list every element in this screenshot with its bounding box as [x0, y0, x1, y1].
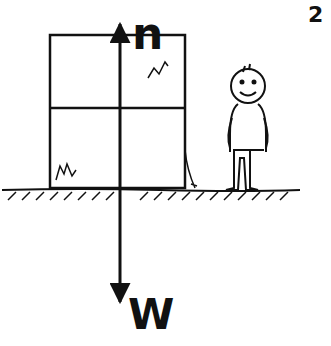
person: [226, 64, 268, 190]
force-arrows: [119, 24, 122, 302]
problem-number: 2: [308, 4, 323, 26]
force-label: W: [128, 294, 174, 336]
force-label: n: [132, 12, 163, 56]
crate: [50, 35, 197, 188]
